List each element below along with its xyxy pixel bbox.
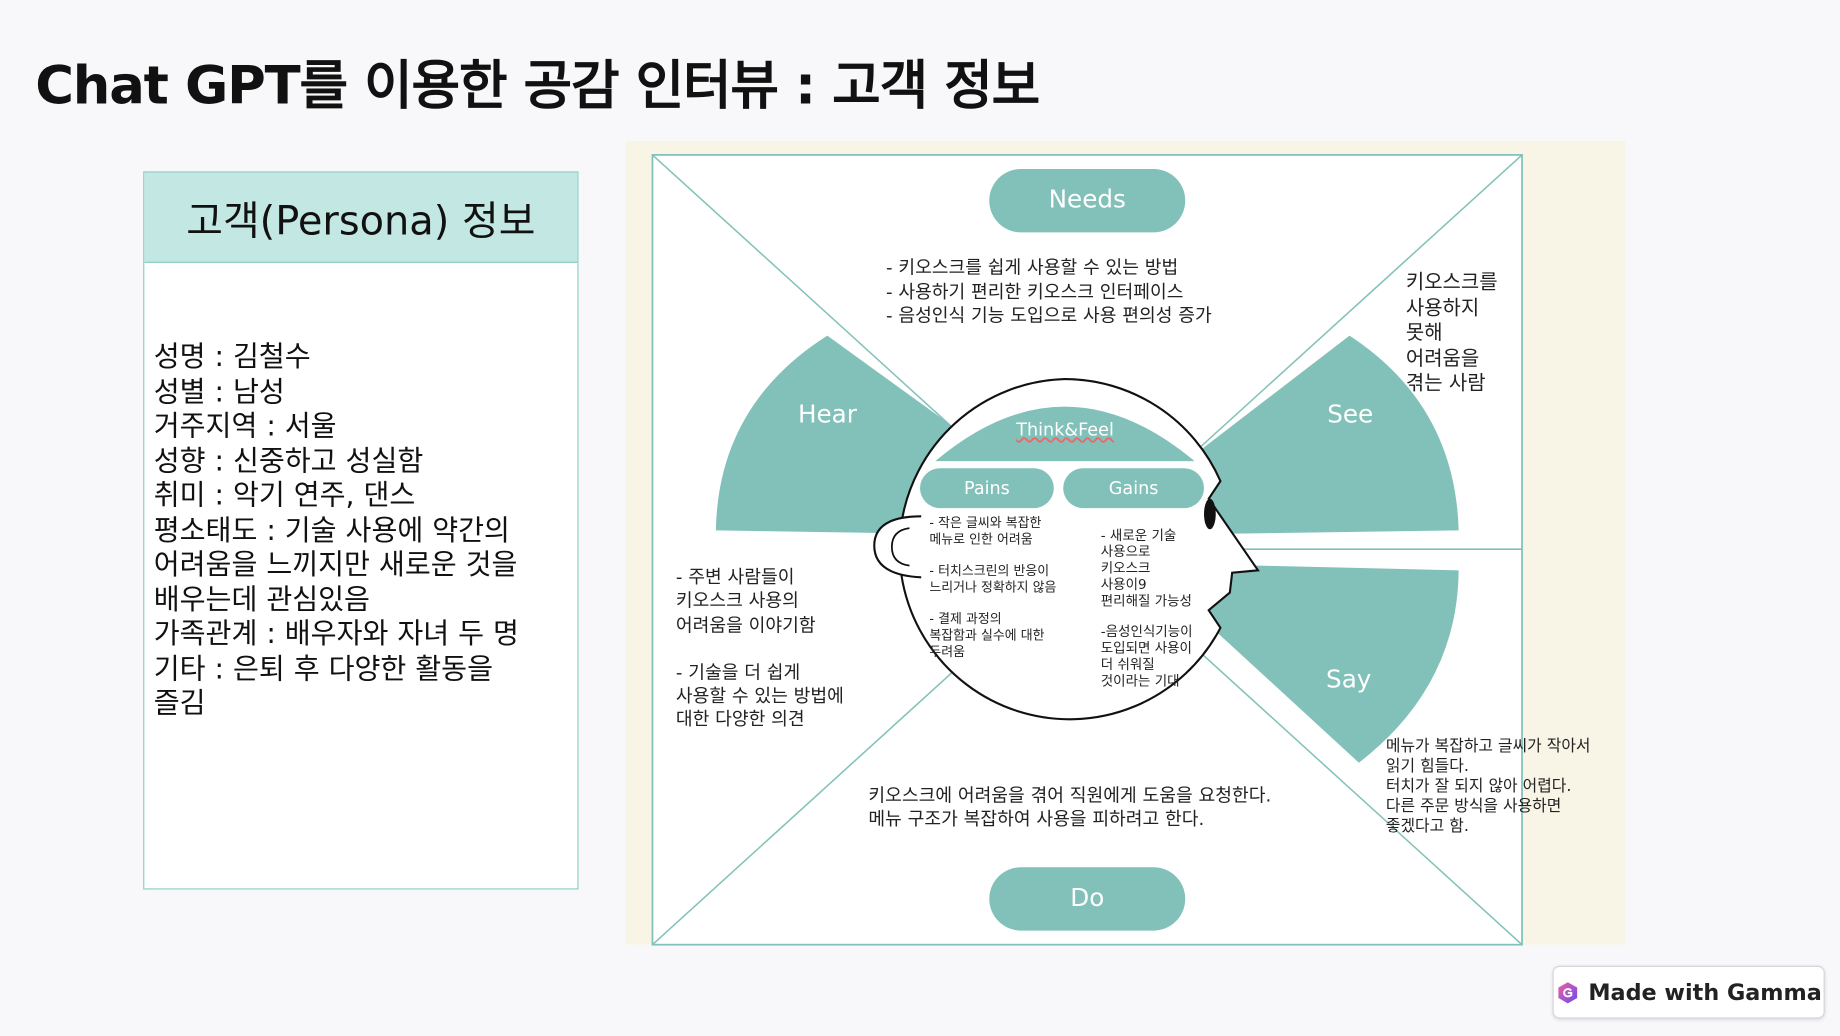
needs-line: - 사용하기 편리한 키오스크 인터페이스 <box>885 281 1184 303</box>
gains-line: 키오스크 <box>1100 559 1151 577</box>
page-title: Chat GPT를 이용한 공감 인터뷰 : 고객 정보 <box>35 53 1040 117</box>
made-with-gamma-button[interactable]: Made with Gamma <box>1552 965 1825 1019</box>
gains-line: 것이라는 기대 <box>1100 672 1180 689</box>
say-line: 좋겠다고 함. <box>1385 816 1469 836</box>
say-line: 읽기 힘들다. <box>1385 756 1469 776</box>
gains-line: 사용이9 <box>1100 576 1147 593</box>
think-feel-dome <box>935 406 1195 462</box>
gains-line: 도입되면 사용이 <box>1100 639 1192 656</box>
eye-icon <box>1204 498 1216 530</box>
say-line: 메뉴가 복잡하고 글씨가 작아서 <box>1385 736 1591 756</box>
persona-card: 고객(Persona) 정보 성명 : 김철수 성별 : 남성 거주지역 : 서… <box>143 171 579 890</box>
hear-line: - 기술을 더 쉽게 <box>675 661 801 683</box>
persona-line: 성향 : 신중하고 성실함 <box>153 444 424 478</box>
needs-text: - 키오스크를 쉽게 사용할 수 있는 방법 - 사용하기 편리한 키오스크 인… <box>886 256 1212 328</box>
persona-line: 기타 : 은퇴 후 다양한 활동을 <box>153 651 494 685</box>
do-label: Do <box>1070 883 1105 912</box>
persona-line: 즐김 <box>153 686 206 720</box>
see-line: 못해 <box>1405 321 1443 346</box>
hear-line: 사용할 수 있는 방법에 <box>675 685 844 707</box>
hear-line: 어려움을 이야기함 <box>675 614 816 636</box>
head-outline <box>898 377 1260 721</box>
do-text: 키오스크에 어려움을 겪어 직원에게 도움을 요청한다. 메뉴 구조가 복잡하여… <box>868 784 1271 831</box>
pains-line: 메뉴로 인한 어려움 <box>929 531 1033 547</box>
say-text: 메뉴가 복잡하고 글씨가 작아서 읽기 힘들다. 터치가 잘 되지 않아 어렵다… <box>1386 737 1591 837</box>
do-line: 키오스크에 어려움을 겪어 직원에게 도움을 요청한다. <box>868 785 1272 807</box>
persona-line: 성별 : 남성 <box>153 374 285 408</box>
needs-pill <box>989 168 1186 233</box>
pains-pill <box>920 468 1054 509</box>
do-pill <box>989 867 1186 931</box>
ear-icon <box>873 515 922 579</box>
see-line: 어려움을 <box>1405 346 1480 371</box>
gains-label: Gains <box>1108 477 1159 499</box>
hear-text: - 주변 사람들이 키오스크 사용의 어려움을 이야기함 - 기술을 더 쉽게 … <box>676 566 844 732</box>
hear-sector <box>715 335 951 534</box>
think-feel-label: Think&Feel <box>1016 418 1114 441</box>
say-label: Say <box>1326 665 1372 694</box>
persona-line: 배우는데 관심있음 <box>153 582 370 616</box>
pains-text: - 작은 글씨와 복잡한 메뉴로 인한 어려움 - 터치스크린의 반응이 느리거… <box>929 515 1056 661</box>
persona-header: 고객(Persona) 정보 <box>144 172 578 263</box>
pains-line: - 터치스크린의 반응이 <box>929 563 1050 579</box>
persona-line: 평소태도 : 기술 사용에 약간의 <box>153 513 510 547</box>
persona-line: 거주지역 : 서울 <box>153 409 337 443</box>
say-sector <box>1199 564 1459 763</box>
hear-line: - 주변 사람들이 <box>675 566 795 588</box>
gains-text: - 새로운 기술 사용으로 키오스크 사용이9 편리해질 가능성 -음성인식기능… <box>1101 527 1193 689</box>
needs-label: Needs <box>1048 185 1126 214</box>
persona-line: 가족관계 : 배우자와 자녀 두 명 <box>153 617 519 651</box>
gains-pill <box>1063 468 1205 509</box>
say-line: 터치가 잘 되지 않아 어렵다. <box>1385 776 1572 796</box>
gains-line: - 새로운 기술 <box>1100 526 1177 544</box>
gamma-label: Made with Gamma <box>1588 979 1822 1006</box>
see-line: 사용하지 <box>1405 296 1480 320</box>
pains-label: Pains <box>963 477 1010 499</box>
pains-line: 두려움 <box>929 644 966 660</box>
see-sector <box>1202 335 1459 534</box>
say-line: 다른 주문 방식을 사용하면 <box>1385 796 1562 816</box>
gains-line: 더 쉬워질 <box>1100 655 1155 673</box>
pains-line: 느리거나 정확하지 않음 <box>929 579 1057 595</box>
persona-details: 성명 : 김철수 성별 : 남성 거주지역 : 서울 성향 : 신중하고 성실함… <box>154 340 519 721</box>
gains-line: 사용으로 <box>1100 543 1151 560</box>
gamma-logo-icon <box>1557 981 1577 1003</box>
persona-line: 성명 : 김철수 <box>153 340 311 374</box>
see-line: 키오스크를 <box>1405 271 1498 295</box>
persona-line: 취미 : 악기 연주, 댄스 <box>153 478 416 512</box>
hear-line: 대한 다양한 의견 <box>675 709 805 731</box>
hear-label: Hear <box>797 400 857 429</box>
needs-line: - 음성인식 기능 도입으로 사용 편의성 증가 <box>885 305 1212 327</box>
see-label: See <box>1327 400 1374 429</box>
do-line: 메뉴 구조가 복잡하여 사용을 피하려고 한다. <box>868 808 1205 830</box>
gains-line: -음성인식기능이 <box>1100 623 1193 640</box>
gains-line: 편리해질 가능성 <box>1100 592 1192 610</box>
see-text: 키오스크를 사용하지 못해 어려움을 겪는 사람 <box>1406 271 1498 397</box>
see-line: 겪는 사람 <box>1405 371 1486 396</box>
pains-line: - 결제 과정의 <box>929 611 1002 627</box>
pains-line: - 작은 글씨와 복잡한 <box>929 515 1042 531</box>
hear-line: 키오스크 사용의 <box>675 590 799 612</box>
pains-line: 복잡함과 실수에 대한 <box>929 627 1045 644</box>
needs-line: - 키오스크를 쉽게 사용할 수 있는 방법 <box>885 256 1179 279</box>
persona-line: 어려움을 느끼지만 새로운 것을 <box>153 548 518 581</box>
